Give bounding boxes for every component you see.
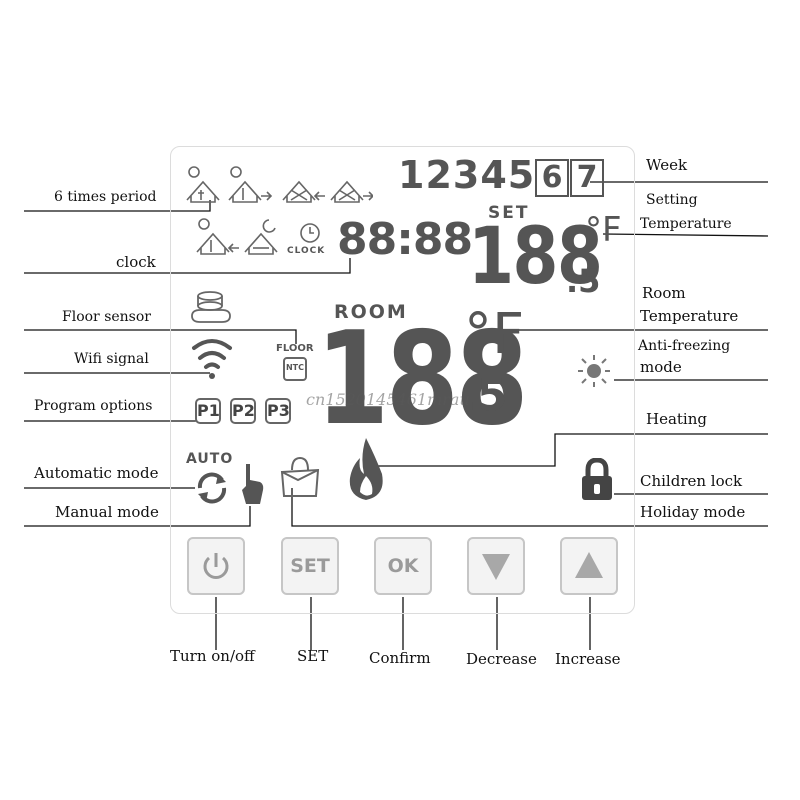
label-floor-sensor: Floor sensor bbox=[62, 309, 151, 325]
caption-decrease: Decrease bbox=[466, 650, 537, 668]
auto-label: AUTO bbox=[186, 451, 234, 467]
week-digits: 12345 bbox=[398, 153, 536, 197]
room-indicator: ROOM bbox=[334, 301, 408, 323]
label-heating: Heating bbox=[646, 410, 707, 428]
week-day-6: 6 bbox=[535, 159, 569, 197]
week-day-7: 7 bbox=[570, 159, 604, 197]
clock-line bbox=[24, 258, 351, 274]
label-clock: clock bbox=[116, 253, 156, 271]
label-week: Week bbox=[646, 156, 688, 174]
watermark-text: cn1520145461mrau bbox=[306, 390, 470, 409]
label-manual-mode: Manual mode bbox=[55, 503, 159, 521]
label-room-1: Room bbox=[642, 284, 686, 302]
caption-set: SET bbox=[297, 647, 329, 665]
holiday-bag-icon bbox=[280, 456, 320, 497]
set-temperature-unit: °F bbox=[585, 210, 622, 250]
heating-line bbox=[378, 433, 768, 467]
label-anti-freezing-2: mode bbox=[640, 358, 682, 376]
program-p3: P3 bbox=[265, 398, 291, 424]
label-holiday-mode: Holiday mode bbox=[640, 503, 746, 521]
ok-button[interactable]: OK bbox=[374, 537, 432, 595]
label-program-options: Program options bbox=[34, 398, 153, 414]
six-period-icons bbox=[186, 166, 373, 255]
label-automatic-mode: Automatic mode bbox=[34, 464, 159, 482]
label-setting-1: Setting bbox=[646, 192, 698, 208]
house-return-icon bbox=[282, 180, 325, 203]
room-temperature-value: 188 bbox=[316, 305, 529, 454]
period-line bbox=[24, 200, 211, 212]
holiday-line bbox=[291, 488, 768, 527]
caption-turn-on-off: Turn on/off bbox=[170, 647, 255, 665]
label-setting-2: Temperature bbox=[640, 216, 732, 232]
auto-cycle-icon bbox=[197, 472, 227, 504]
set-temperature-value: 188 bbox=[468, 212, 603, 302]
setting-temp-line bbox=[602, 233, 769, 237]
increase-button[interactable] bbox=[560, 537, 618, 595]
wifi-icon bbox=[192, 339, 232, 379]
caption-increase: Increase bbox=[555, 650, 621, 668]
house-wake-icon bbox=[186, 166, 220, 203]
house-leave-icon bbox=[228, 166, 273, 203]
clock-label: CLOCK bbox=[287, 246, 326, 256]
caption-confirm: Confirm bbox=[369, 649, 431, 667]
up-triangle-icon bbox=[575, 552, 603, 578]
thermostat-panel bbox=[170, 146, 635, 614]
ntc-badge: NTC bbox=[283, 357, 307, 381]
decrease-button[interactable] bbox=[467, 537, 525, 595]
label-six-times-period: 6 times period bbox=[54, 189, 157, 205]
house-sleep-icon bbox=[244, 219, 278, 255]
manual-hand-icon bbox=[242, 464, 264, 504]
floor-sensor-icon bbox=[191, 291, 231, 323]
heating-flame-icon bbox=[349, 438, 383, 500]
room-temperature-decimal: .5 bbox=[460, 370, 508, 421]
power-button[interactable] bbox=[187, 537, 245, 595]
floor-line bbox=[24, 329, 297, 344]
label-children-lock: Children lock bbox=[640, 472, 743, 490]
label-room-2: Temperature bbox=[640, 307, 739, 325]
manual-line bbox=[24, 506, 251, 527]
set-temperature-decimal: .5 bbox=[566, 262, 601, 300]
floor-label: FLOOR bbox=[276, 343, 314, 354]
ok-button-face: OK bbox=[387, 555, 419, 577]
down-triangle-icon bbox=[482, 554, 510, 580]
clock-icon bbox=[300, 223, 320, 243]
power-icon bbox=[203, 553, 229, 579]
set-button[interactable]: SET bbox=[281, 537, 339, 595]
house-leave-2-icon bbox=[330, 180, 373, 203]
room-temperature-unit: °F bbox=[464, 302, 525, 367]
house-home-icon bbox=[196, 218, 239, 255]
program-p2: P2 bbox=[230, 398, 256, 424]
children-lock-icon bbox=[582, 458, 612, 500]
sun-icon bbox=[578, 355, 610, 387]
label-anti-freezing-1: Anti-freezing bbox=[638, 338, 731, 354]
set-button-face: SET bbox=[290, 555, 330, 577]
set-indicator: SET bbox=[488, 203, 530, 223]
program-p1: P1 bbox=[195, 398, 221, 424]
label-wifi-signal: Wifi signal bbox=[74, 351, 149, 367]
clock-value: 88:88 bbox=[337, 214, 473, 265]
